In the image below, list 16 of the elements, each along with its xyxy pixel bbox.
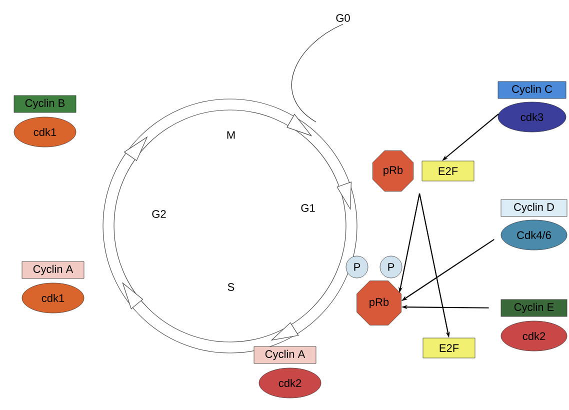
protein-octagon: pRb — [356, 280, 402, 326]
phase-label: G0 — [336, 14, 350, 22]
label-box: Cyclin A — [22, 261, 84, 279]
label-box: Cyclin C — [498, 81, 566, 99]
g0-line — [292, 24, 344, 122]
label-box: Cyclin D — [500, 199, 568, 217]
label-box: E2F — [422, 338, 476, 358]
phase-label: M — [227, 131, 235, 139]
label-box: E2F — [422, 160, 474, 182]
phase-label: G1 — [301, 204, 315, 212]
protein-octagon: pRb — [372, 150, 414, 192]
label-box: Cyclin B — [14, 95, 76, 113]
label-box: Cyclin E — [500, 299, 568, 317]
phase-label: S — [228, 283, 234, 291]
phase-label: G2 — [152, 210, 166, 218]
label-box: Cyclin A — [254, 346, 316, 364]
